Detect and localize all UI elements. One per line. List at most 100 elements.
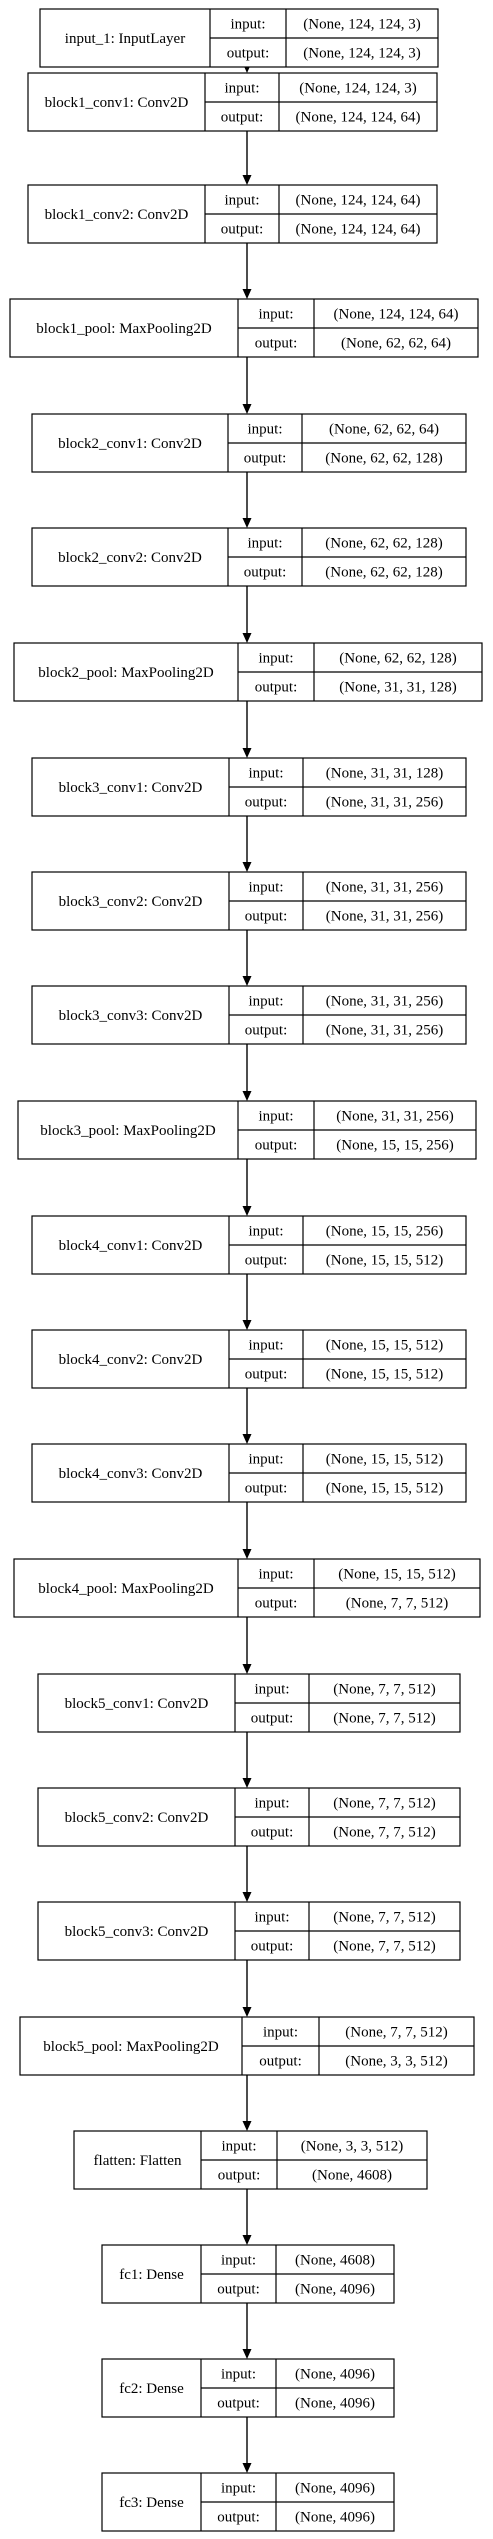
- input-shape: (None, 31, 31, 256): [326, 880, 443, 896]
- input-label: input:: [230, 17, 265, 33]
- output-shape: (None, 124, 124, 64): [296, 222, 421, 238]
- output-label: output:: [244, 565, 287, 581]
- input-label: input:: [263, 2025, 298, 2041]
- layer-node: block5_conv3: Conv2Dinput:output:(None, …: [37, 1901, 461, 1961]
- layer-node: block2_conv1: Conv2Dinput:output:(None, …: [31, 413, 467, 473]
- layer-name: block2_pool: MaxPooling2D: [38, 665, 214, 681]
- layer-name: block5_pool: MaxPooling2D: [43, 2039, 219, 2055]
- layer-node: block2_pool: MaxPooling2D input: output: (N…: [13, 642, 483, 702]
- output-label: output:: [245, 1253, 288, 1269]
- flow-arrow: [242, 2303, 252, 2359]
- input-label: input:: [221, 2253, 256, 2269]
- layer-name: input_1: InputLayer: [65, 31, 185, 47]
- layer-name: block2_conv2: Conv2D: [58, 550, 202, 566]
- input-shape: (None, 62, 62, 128): [325, 536, 442, 552]
- output-label: output:: [227, 46, 270, 62]
- output-label: output:: [217, 2282, 260, 2298]
- flow-arrow: [242, 1960, 252, 2017]
- output-label: output:: [251, 1825, 294, 1841]
- output-label: output:: [217, 2510, 260, 2526]
- input-label: input:: [248, 994, 283, 1010]
- output-shape: (None, 62, 62, 128): [325, 565, 442, 581]
- input-label: input:: [254, 1910, 289, 1926]
- layer-node: block1_conv1: Conv2Dinput:output:(None, …: [27, 72, 438, 132]
- flow-arrow: [242, 1617, 252, 1674]
- input-label: input:: [224, 81, 259, 97]
- output-label: output:: [245, 1481, 288, 1497]
- input-shape: (None, 15, 15, 256): [326, 1224, 443, 1240]
- input-label: input:: [248, 1452, 283, 1468]
- output-shape: (None, 62, 62, 64): [341, 336, 451, 352]
- layer-name: flatten: Flatten: [94, 2153, 182, 2169]
- flow-arrow: [242, 930, 252, 986]
- layer-name: block4_conv2: Conv2D: [59, 1352, 203, 1368]
- layer-name: block1_conv1: Conv2D: [45, 95, 189, 111]
- flow-arrow: [242, 2075, 252, 2131]
- flow-arrow: [242, 1502, 252, 1559]
- layer-node: block5_pool: MaxPooling2Dinput:output:(N…: [19, 2016, 475, 2076]
- output-label: output:: [245, 1023, 288, 1039]
- output-label: output:: [245, 1367, 288, 1383]
- output-shape: (None, 62, 62, 128): [325, 451, 442, 467]
- layer-name: block3_conv3: Conv2D: [59, 1008, 203, 1024]
- layer-name: block5_conv2: Conv2D: [65, 1810, 209, 1826]
- layer-name: block3_conv1: Conv2D: [59, 780, 203, 796]
- flow-arrow: [242, 586, 252, 643]
- flow-arrow: [242, 131, 252, 185]
- output-shape: (None, 3, 3, 512): [345, 2054, 447, 2070]
- flow-arrow: [242, 816, 252, 872]
- output-shape: (None, 7, 7, 512): [333, 1939, 435, 1955]
- output-label: output:: [251, 1711, 294, 1727]
- input-shape: (None, 124, 124, 64): [334, 307, 459, 323]
- output-shape: (None, 7, 7, 512): [346, 1596, 448, 1612]
- flow-arrow: [242, 1846, 252, 1902]
- output-label: output:: [255, 680, 298, 696]
- output-label: output:: [244, 451, 287, 467]
- output-shape: (None, 4096): [295, 2510, 375, 2526]
- flow-arrow: [242, 2189, 252, 2245]
- input-shape: (None, 7, 7, 512): [333, 1910, 435, 1926]
- input-label: input:: [248, 1338, 283, 1354]
- output-shape: (None, 7, 7, 512): [333, 1825, 435, 1841]
- layer-node: block3_conv1: Conv2Dinput:output:(None, …: [31, 757, 467, 817]
- input-shape: (None, 15, 15, 512): [326, 1338, 443, 1354]
- output-label: output:: [217, 2396, 260, 2412]
- layer-name: block4_pool: MaxPooling2D: [38, 1581, 214, 1597]
- input-label: input:: [258, 1567, 293, 1583]
- layer-node: block4_conv3: Conv2Dinput:output:(None, …: [31, 1443, 467, 1503]
- output-shape: (None, 15, 15, 512): [326, 1253, 443, 1269]
- layer-name: block1_pool: MaxPooling2D: [36, 321, 212, 337]
- output-label: output:: [255, 1138, 298, 1154]
- flow-arrow: [242, 357, 252, 414]
- output-shape: (None, 7, 7, 512): [333, 1711, 435, 1727]
- input-shape: (None, 124, 124, 3): [303, 17, 420, 33]
- input-shape: (None, 62, 62, 64): [329, 422, 439, 438]
- layer-node: block3_pool: MaxPooling2Dinput:output:(N…: [17, 1100, 477, 1160]
- output-shape: (None, 15, 15, 256): [336, 1138, 453, 1154]
- flow-arrow: [242, 1732, 252, 1788]
- input-shape: (None, 4608): [295, 2253, 375, 2269]
- layer-node: block4_pool: MaxPooling2Dinput:output:(N…: [13, 1558, 481, 1618]
- input-shape: (None, 31, 31, 256): [336, 1109, 453, 1125]
- input-label: input:: [224, 193, 259, 209]
- input-label: input:: [247, 422, 282, 438]
- output-label: output:: [251, 1939, 294, 1955]
- layer-name: block5_conv1: Conv2D: [65, 1696, 209, 1712]
- input-label: input:: [254, 1682, 289, 1698]
- output-label: output:: [221, 222, 264, 238]
- input-shape: (None, 62, 62, 128): [339, 651, 456, 667]
- output-shape: (None, 15, 15, 512): [326, 1481, 443, 1497]
- output-shape: (None, 4096): [295, 2282, 375, 2298]
- layer-node: block4_conv1: Conv2Dinput:output:(None, …: [31, 1215, 467, 1275]
- layer-node: block3_conv2: Conv2Dinput:output:(None, …: [31, 871, 467, 931]
- input-shape: (None, 7, 7, 512): [333, 1682, 435, 1698]
- input-shape: (None, 15, 15, 512): [326, 1452, 443, 1468]
- output-shape: (None, 31, 31, 256): [326, 795, 443, 811]
- flow-arrow: [242, 2417, 252, 2473]
- input-label: input:: [258, 1109, 293, 1125]
- input-label: input:: [258, 651, 293, 667]
